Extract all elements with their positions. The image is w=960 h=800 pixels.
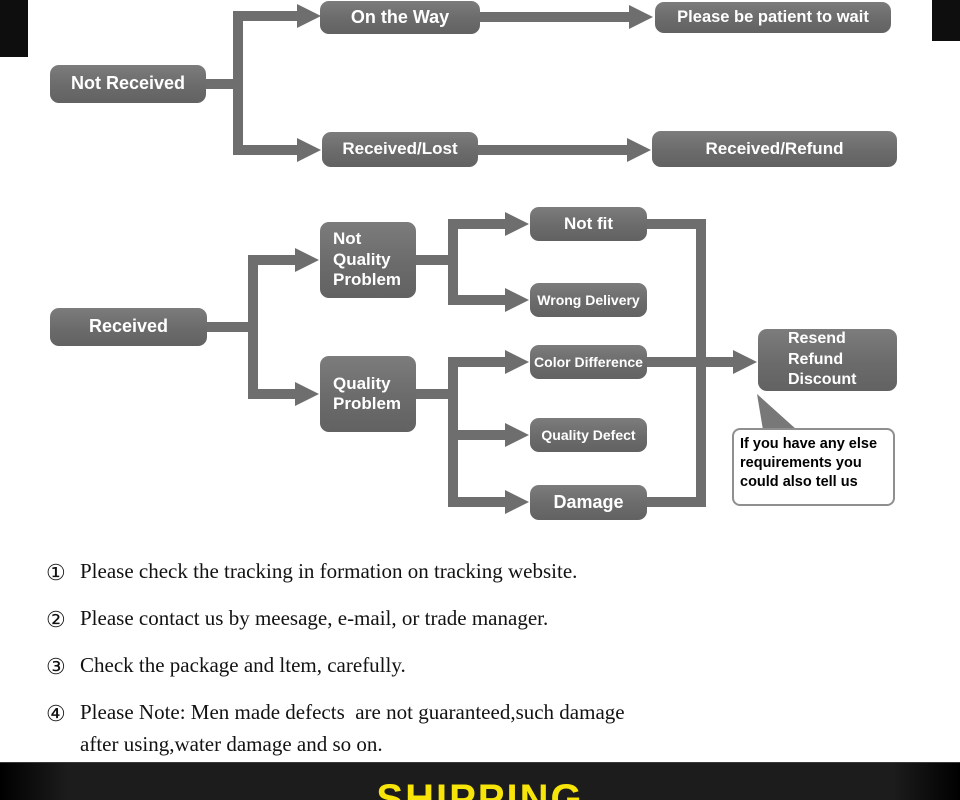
note-text: Please Note: Men made defects are not gu… xyxy=(80,700,625,756)
node-not-quality-problem: Not Quality Problem xyxy=(320,222,416,298)
note-number: ① xyxy=(46,560,66,585)
node-received-lost: Received/Lost xyxy=(322,132,478,167)
top-left-black-remnant xyxy=(0,0,28,57)
node-quality-problem: Quality Problem xyxy=(320,356,416,432)
list-item: ① Please check the tracking in formation… xyxy=(46,556,926,589)
node-damage: Damage xyxy=(530,485,647,520)
top-right-black-remnant xyxy=(932,0,960,41)
node-color-difference: Color Difference xyxy=(530,345,647,379)
list-item: ② Please contact us by meesage, e-mail, … xyxy=(46,603,926,636)
node-resend-refund-discount: Resend Refund Discount xyxy=(758,329,897,391)
section-banner xyxy=(0,762,960,800)
node-not-received: Not Received xyxy=(50,65,206,103)
speech-bubble-tail xyxy=(757,394,797,430)
note-number: ③ xyxy=(46,654,66,679)
list-item: ③ Check the package and ltem, carefully. xyxy=(46,650,926,683)
note-number: ④ xyxy=(46,701,66,726)
node-not-fit: Not fit xyxy=(530,207,647,241)
node-please-be-patient: Please be patient to wait xyxy=(655,2,891,33)
node-received-refund: Received/Refund xyxy=(652,131,897,167)
section-banner-title: SHIPPING xyxy=(376,777,584,800)
node-quality-defect: Quality Defect xyxy=(530,418,647,452)
note-number: ② xyxy=(46,607,66,632)
node-received: Received xyxy=(50,308,207,346)
arrowheads xyxy=(295,4,757,514)
speech-bubble-note: If you have any else requirements you co… xyxy=(732,428,895,506)
notes-list: ① Please check the tracking in formation… xyxy=(46,556,926,774)
note-text: Please contact us by meesage, e-mail, or… xyxy=(80,606,549,630)
node-on-the-way: On the Way xyxy=(320,1,480,34)
node-wrong-delivery: Wrong Delivery xyxy=(530,283,647,317)
note-text: Check the package and ltem, carefully. xyxy=(80,653,406,677)
note-text: Please check the tracking in formation o… xyxy=(80,559,578,583)
list-item: ④ Please Note: Men made defects are not … xyxy=(46,697,926,760)
